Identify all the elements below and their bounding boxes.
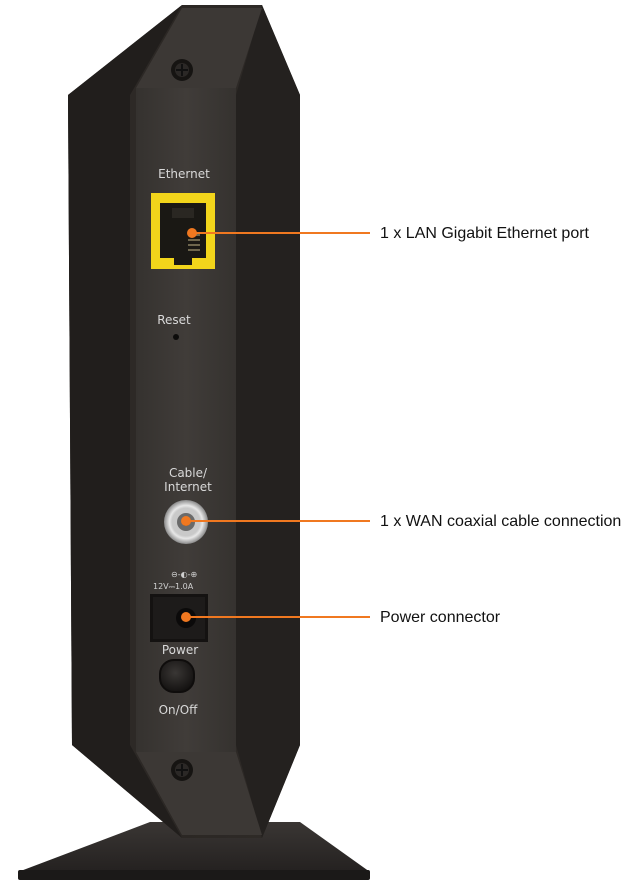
device-left-bevel [68, 5, 182, 838]
on-off-label: On/Off [158, 703, 198, 717]
stand-base-edge [18, 870, 370, 880]
callout-dot-coax [181, 516, 191, 526]
callout-ethernet-text: 1 x LAN Gigabit Ethernet port [380, 225, 589, 242]
power-rating-label: 12V⎓1.0A [153, 582, 194, 591]
reset-hole [173, 334, 179, 340]
callout-lines [181, 228, 370, 622]
callout-coax-text: 1 x WAN coaxial cable connection [380, 513, 622, 530]
power-polarity-symbol: ⊖-◐-⊕ [171, 570, 198, 579]
stand-base [18, 822, 370, 872]
cable-internet-label: Cable/ Internet [164, 466, 212, 494]
top-cap [136, 8, 262, 88]
callout-dot-power [181, 612, 191, 622]
ethernet-label: Ethernet [158, 167, 210, 181]
bottom-cap [136, 752, 262, 835]
callout-dot-ethernet [187, 228, 197, 238]
reset-label: Reset [157, 313, 191, 327]
power-button [159, 659, 195, 693]
power-label: Power [161, 643, 199, 657]
callout-power-text: Power connector [380, 609, 501, 626]
device-right-bevel [236, 5, 300, 838]
